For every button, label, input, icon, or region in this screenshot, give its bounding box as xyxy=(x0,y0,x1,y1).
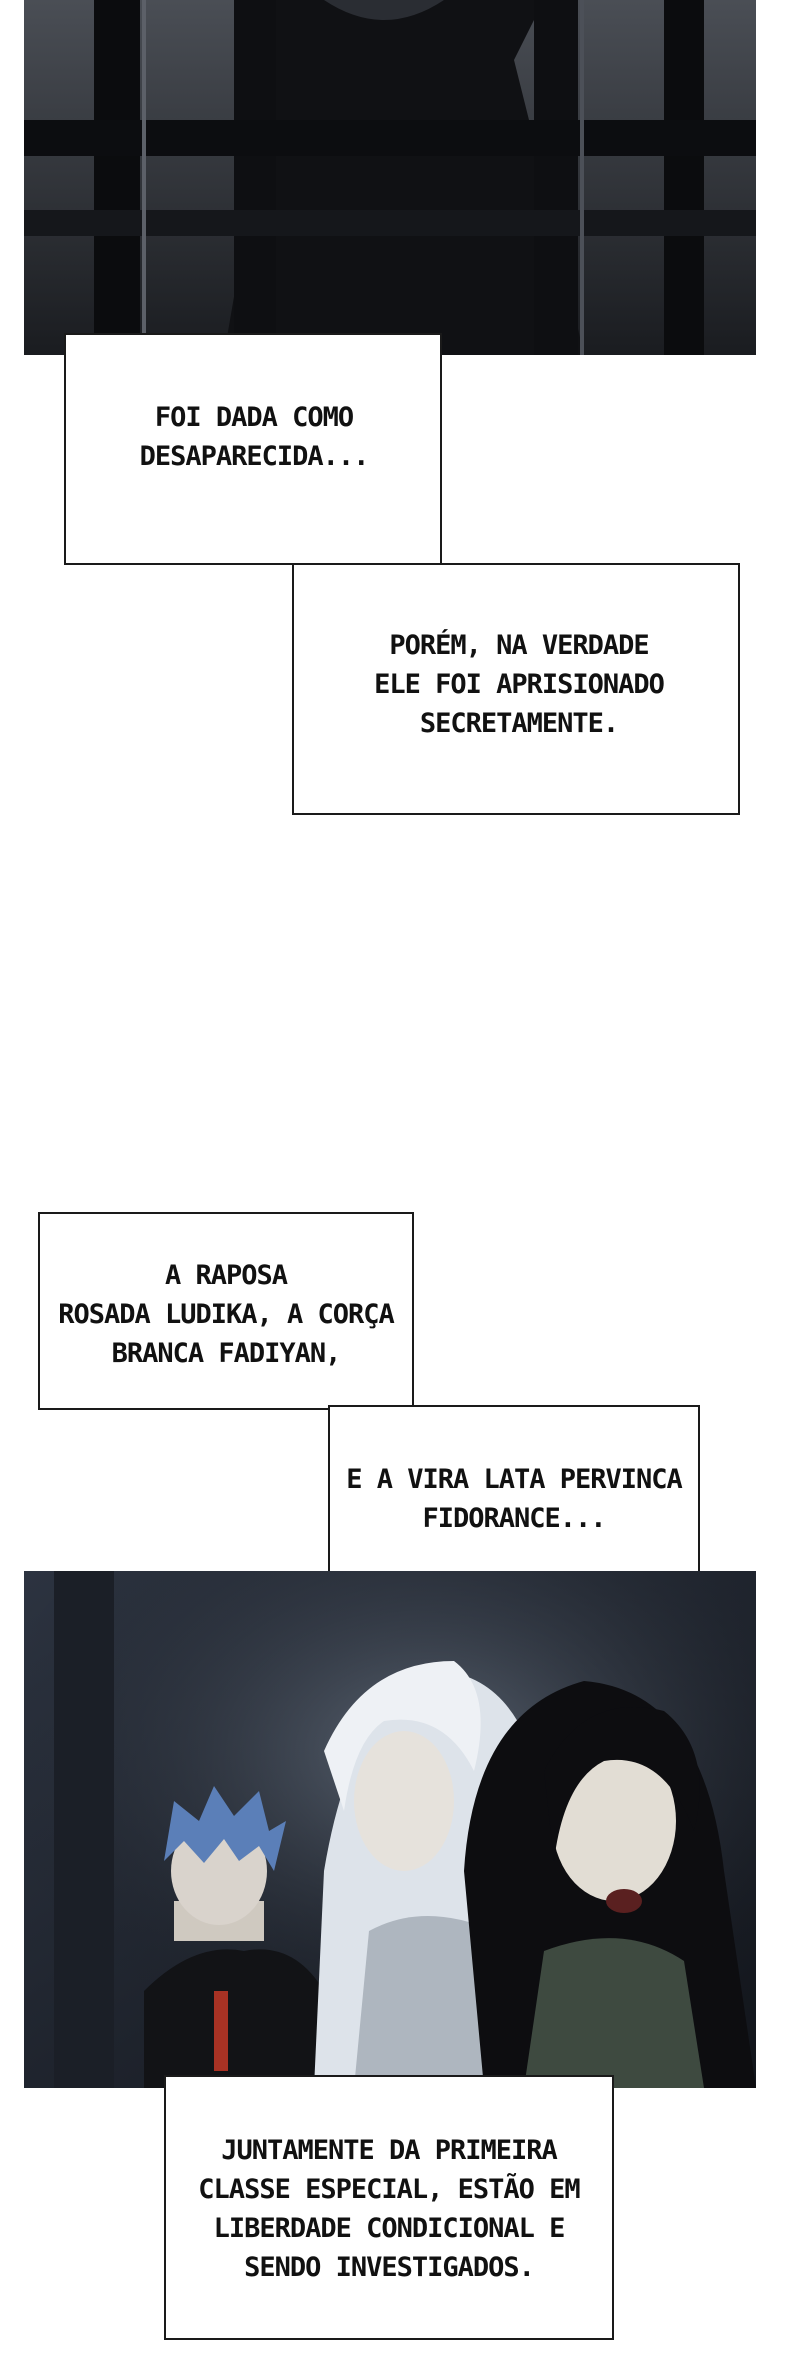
caption-box-fox-doe xyxy=(38,1212,414,1410)
three-prisoners-panel xyxy=(24,1571,756,2088)
caption-text-periwinkle: E A VIRA LATA PERVINCA FIDORANCE... xyxy=(346,1464,683,1534)
caption-text-fox-doe: A RAPOSA ROSADA LUDIKA, A CORÇA BRANCA F… xyxy=(58,1260,395,1369)
caption-text-parole: JUNTAMENTE DA PRIMEIRA CLASSE ESPECIAL, … xyxy=(198,2135,580,2283)
prison-bars-panel xyxy=(24,0,756,355)
caption-box-periwinkle xyxy=(328,1405,700,1591)
caption-text-missing: FOI DADA COMO DESAPARECIDA... xyxy=(139,402,370,472)
caption-box-missing xyxy=(64,333,442,565)
prison-bars-illustration xyxy=(24,0,756,355)
caption-box-parole xyxy=(164,2075,614,2340)
caption-box-imprisoned xyxy=(292,563,740,815)
caption-text-imprisoned: PORÉM, NA VERDADE ELE FOI APRISIONADO SE… xyxy=(374,630,665,739)
three-prisoners-illustration xyxy=(24,1571,756,2088)
